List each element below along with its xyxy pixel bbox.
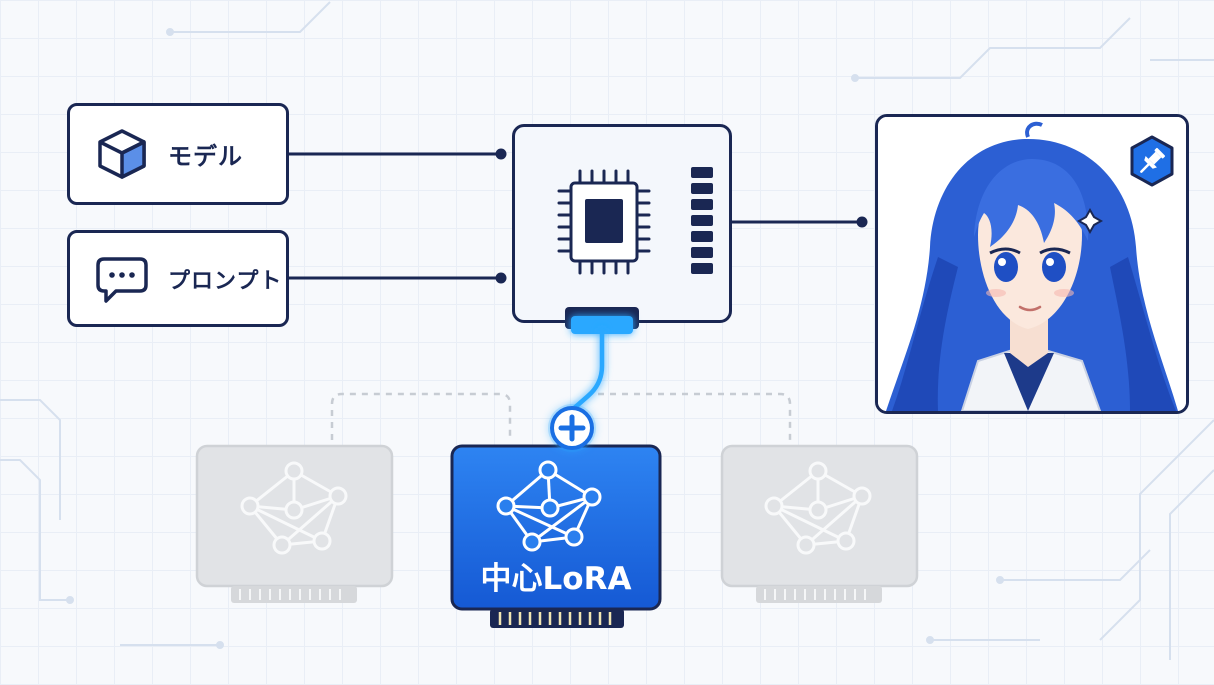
prompt-input-box[interactable]: プロンプト — [67, 230, 289, 327]
chat-bubble-icon — [96, 256, 148, 303]
pin-icon[interactable] — [1128, 135, 1176, 187]
cpu-chip-icon — [557, 167, 713, 275]
processor-unit — [512, 124, 732, 323]
output-connector — [732, 216, 868, 228]
network-graph-icon — [764, 461, 872, 555]
prompt-connector — [289, 272, 507, 284]
dashed-connectors — [330, 392, 792, 440]
memory-slots — [691, 167, 713, 274]
lora-link-line — [569, 327, 605, 413]
inactive-lora-card-left — [195, 444, 394, 603]
output-image-frame — [875, 114, 1189, 414]
model-connector — [289, 148, 507, 160]
cube-icon — [98, 129, 146, 179]
prompt-label: プロンプト — [168, 268, 283, 294]
inactive-lora-card-right — [720, 444, 919, 603]
processor-socket — [565, 307, 639, 334]
circuit-traces — [0, 1, 1214, 660]
model-input-box[interactable]: モデル — [67, 103, 289, 205]
lora-card-label: 中心LoRA — [480, 561, 632, 597]
model-label: モデル — [168, 142, 243, 171]
active-lora-card[interactable] — [450, 444, 662, 628]
network-graph-icon — [240, 461, 348, 555]
plus-icon[interactable] — [548, 404, 596, 452]
network-graph-icon — [496, 460, 602, 552]
